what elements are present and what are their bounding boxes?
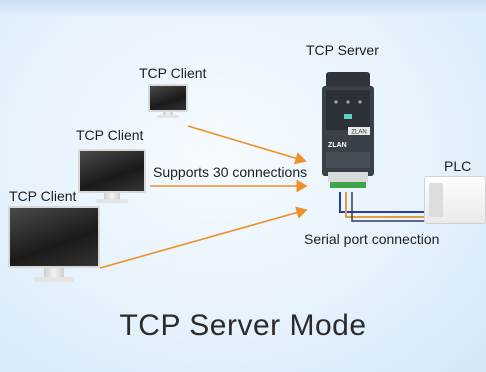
svg-text:ZLAN: ZLAN xyxy=(351,130,366,136)
monitor-stand xyxy=(44,268,64,278)
monitor-base xyxy=(34,277,74,282)
monitor-base xyxy=(96,199,128,203)
connections-note: Supports 30 connections xyxy=(153,164,308,180)
top-band xyxy=(0,0,486,16)
monitor-base xyxy=(157,115,179,118)
serial-wire-blue xyxy=(339,192,424,213)
client-label-2: TCP Client xyxy=(76,127,144,143)
server-device-icon: ZLAN ZLAN xyxy=(322,72,374,188)
server-label: TCP Server xyxy=(306,42,379,58)
monitor-screen xyxy=(78,149,146,193)
monitor-stand xyxy=(163,112,173,116)
plc-label: PLC xyxy=(444,158,472,174)
serial-wire-dark xyxy=(351,192,424,222)
page-title: TCP Server Mode xyxy=(119,309,367,342)
serial-wire-orange xyxy=(345,192,424,218)
monitor-screen xyxy=(148,84,188,112)
client-label-3: TCP Client xyxy=(9,188,77,204)
serial-connection-label: Serial port connection xyxy=(304,231,440,247)
arrow-client-3 xyxy=(99,206,308,269)
client-label-1: TCP Client xyxy=(139,65,207,81)
tcp-server-device: ZLAN ZLAN xyxy=(322,72,374,190)
arrow-client-1 xyxy=(187,125,307,165)
monitor-screen xyxy=(8,206,100,268)
plc-device xyxy=(424,176,486,224)
device-brand-text: ZLAN xyxy=(328,142,347,149)
monitor-stand xyxy=(104,193,120,200)
